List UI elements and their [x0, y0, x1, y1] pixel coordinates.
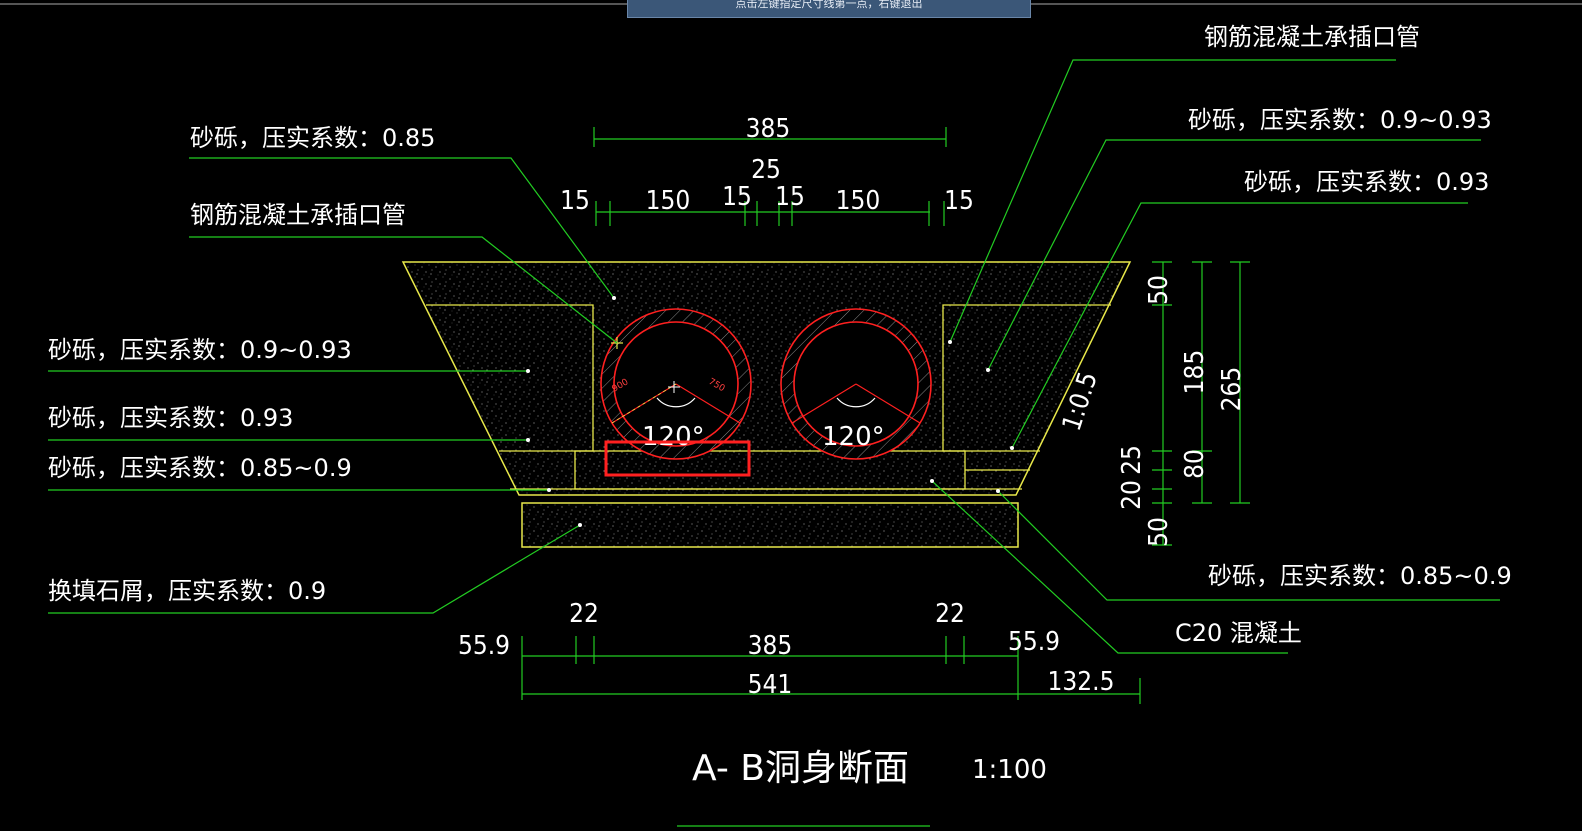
dim-top-150b: 150 — [836, 186, 881, 216]
command-tooltip: 点击左键指定尺寸线第一点，右键退出 — [627, 0, 1031, 18]
label-left-sand-085-09: 砂砾，压实系数：0.85~0.9 — [48, 454, 352, 482]
label-left-stone: 换填石屑，压实系数：0.9 — [48, 577, 326, 605]
label-top-right-pipe: 钢筋混凝土承插口管 — [1204, 23, 1420, 51]
pipe-right[interactable]: 120° — [780, 308, 932, 460]
dim-right-185: 185 — [1180, 350, 1210, 395]
pipe-angle-right: 120° — [822, 422, 885, 452]
dim-right-265: 265 — [1217, 367, 1247, 412]
label-left-sand-085: 砂砾，压实系数：0.85 — [190, 124, 435, 152]
label-left-sand-093: 砂砾，压实系数：0.93 — [48, 404, 293, 432]
dim-top-total: 385 — [746, 114, 791, 144]
dim-top-15b: 15 — [722, 182, 752, 212]
dim-bot-132.5: 132.5 — [1048, 667, 1115, 697]
label-right-sand-093: 砂砾，压实系数：0.93 — [1244, 168, 1489, 196]
dim-right-80: 80 — [1180, 449, 1210, 479]
leader-lines — [48, 59, 1500, 654]
dim-right-50a: 50 — [1144, 275, 1174, 305]
dim-top-mid: 25 — [751, 155, 781, 185]
right-dimensions — [1152, 261, 1250, 546]
dim-top-15d: 15 — [944, 186, 974, 216]
dim-bot-541: 541 — [748, 670, 793, 700]
bottom-dimensions — [521, 636, 1141, 704]
pipe-angle-left: 120° — [642, 422, 705, 452]
dim-right-20: 20 — [1117, 480, 1147, 510]
dim-right-25: 25 — [1117, 445, 1147, 475]
label-right-sand-085-09: 砂砾，压实系数：0.85~0.9 — [1208, 562, 1512, 590]
dim-top-15a: 15 — [560, 186, 590, 216]
label-left-sand-09-093: 砂砾，压实系数：0.9~0.93 — [48, 336, 352, 364]
drawing-title: A- B洞身断面 — [692, 748, 909, 789]
pipe-left[interactable]: 900 750 120° — [600, 308, 752, 460]
top-dimensions — [593, 127, 947, 226]
dim-right-50b: 50 — [1144, 517, 1174, 547]
label-left-pipe: 钢筋混凝土承插口管 — [190, 201, 406, 229]
dim-bot-55.9a: 55.9 — [458, 631, 510, 661]
dim-bot-22b: 22 — [935, 599, 965, 629]
dim-bot-22a: 22 — [569, 599, 599, 629]
label-right-sand-09-093: 砂砾，压实系数：0.9~0.93 — [1188, 106, 1492, 134]
dim-bot-385: 385 — [748, 631, 793, 661]
dim-top-150a: 150 — [646, 186, 691, 216]
drawing-scale: 1:100 — [972, 755, 1047, 785]
dim-top-15c: 15 — [775, 182, 805, 212]
selected-element-highlight[interactable] — [604, 440, 751, 477]
dim-bot-55.9b: 55.9 — [1008, 627, 1060, 657]
label-right-c20: C20 混凝土 — [1175, 619, 1302, 647]
section-body — [401, 261, 1132, 548]
leader-dots — [526, 296, 1014, 527]
